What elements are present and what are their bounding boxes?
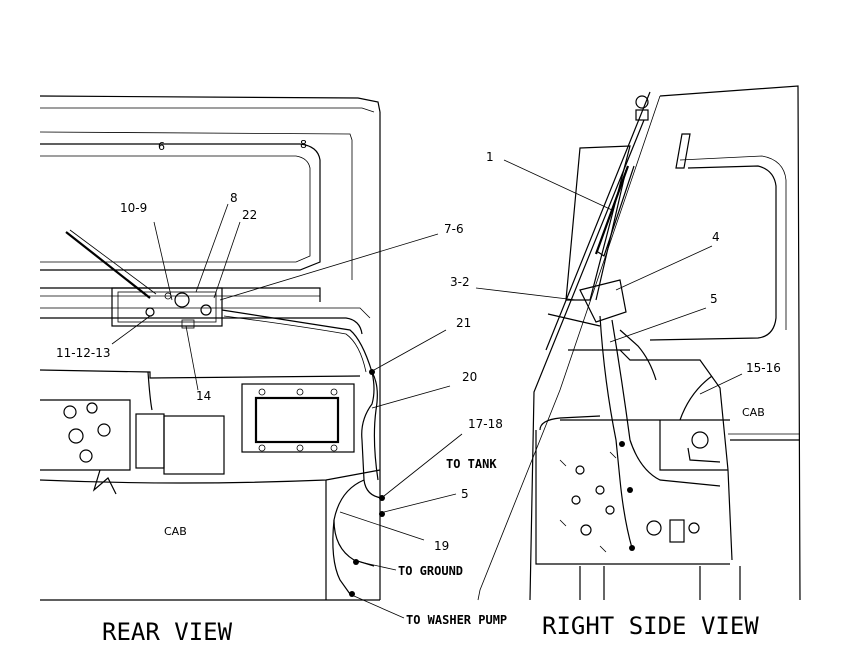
- callout-5-side: 5: [710, 292, 718, 306]
- rear-view-callouts: 10-9 8 22 7-6 21 11-12-13 14 20 17-18 5 …: [56, 191, 503, 553]
- callout-10-9: 10-9: [120, 201, 147, 215]
- callout-21: 21: [456, 316, 471, 330]
- callout-15-16: 15-16: [746, 361, 781, 375]
- callout-7-6: 7-6: [444, 222, 464, 236]
- note-to-tank: TO TANK: [446, 457, 497, 471]
- side-cab-label: CAB: [742, 406, 765, 419]
- callout-5: 5: [461, 487, 469, 501]
- rear-cab-label: CAB: [164, 525, 187, 538]
- svg-text:6: 6: [158, 140, 165, 153]
- note-to-ground: TO GROUND: [398, 564, 463, 578]
- rear-view-title: REAR VIEW: [102, 618, 233, 646]
- callout-20: 20: [462, 370, 477, 384]
- rear-view-notes: TO TANK TO GROUND TO WASHER PUMP: [353, 457, 507, 627]
- side-view-callouts: 1 4 3-2 5 15-16: [450, 150, 781, 375]
- side-view-cab-outline: [477, 85, 801, 601]
- callout-19: 19: [434, 539, 449, 553]
- callout-17-18: 17-18: [468, 417, 503, 431]
- rear-view-leader-lines: [111, 203, 463, 541]
- callout-3-2: 3-2: [450, 275, 470, 289]
- callout-11-12-13: 11-12-13: [56, 346, 110, 360]
- callout-1: 1: [486, 150, 494, 164]
- callout-14: 14: [196, 389, 211, 403]
- callout-4: 4: [712, 230, 720, 244]
- rear-view-cab-outline: 6 8: [39, 95, 385, 601]
- callout-8: 8: [230, 191, 238, 205]
- right-side-view-title: RIGHT SIDE VIEW: [542, 612, 759, 640]
- callout-22: 22: [242, 208, 257, 222]
- side-view-leader-lines: [475, 159, 800, 435]
- note-to-washer-pump: TO WASHER PUMP: [406, 613, 507, 627]
- svg-text:8: 8: [300, 138, 307, 151]
